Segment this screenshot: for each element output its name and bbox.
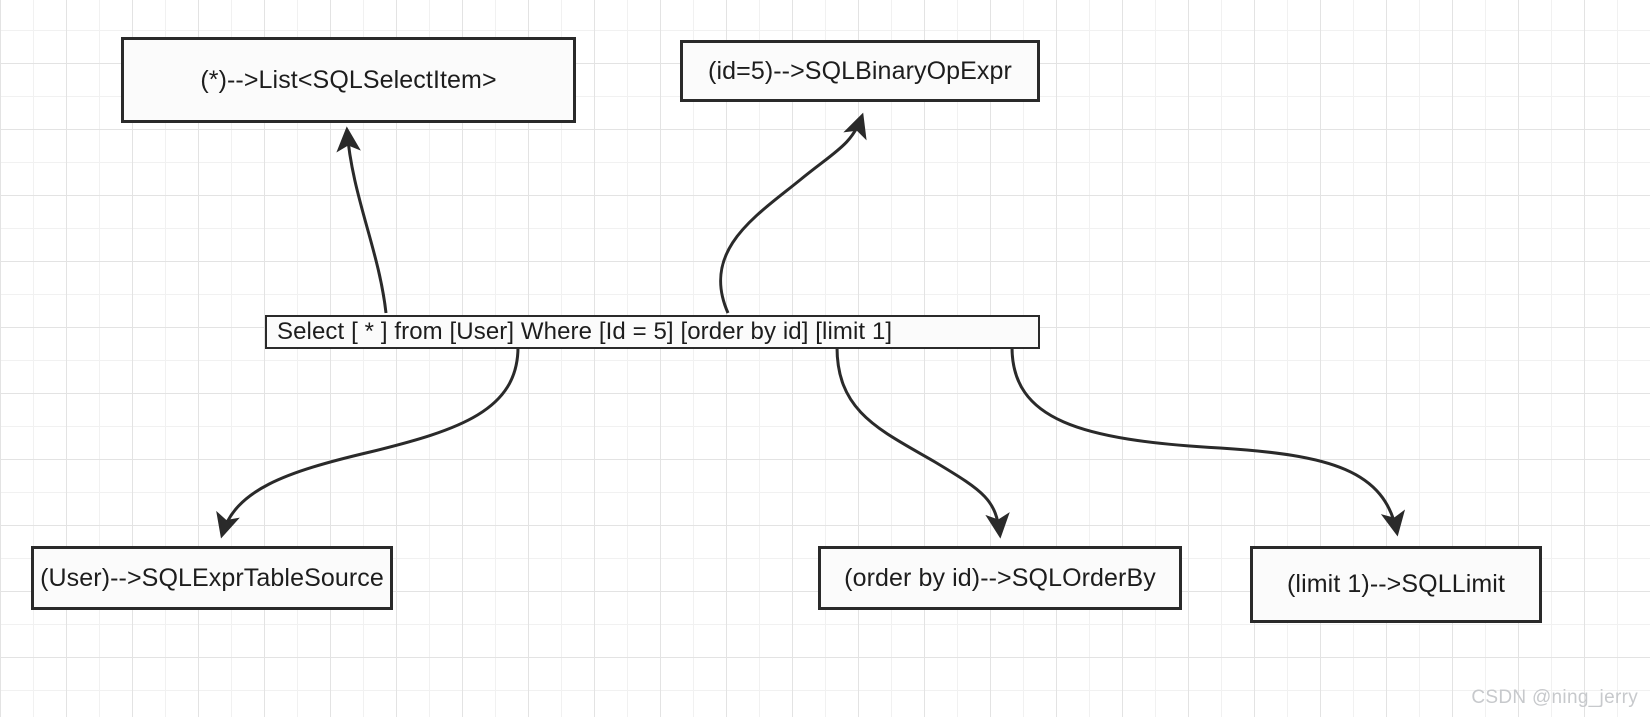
watermark: CSDN @ning_jerry (1471, 687, 1638, 708)
edge-sql-to-limit (1010, 346, 1406, 537)
node-binary-op[interactable]: (id=5)-->SQLBinaryOpExpr (680, 40, 1040, 102)
edge-sql-to-select-item (336, 126, 388, 314)
node-sql-statement[interactable]: Select [ * ] from [User] Where [Id = 5] … (265, 315, 1040, 349)
node-order-by-label: (order by id)-->SQLOrderBy (844, 563, 1156, 592)
node-order-by[interactable]: (order by id)-->SQLOrderBy (818, 546, 1182, 610)
node-sql-statement-label: Select [ * ] from [User] Where [Id = 5] … (277, 318, 893, 345)
node-limit[interactable]: (limit 1)-->SQLLimit (1250, 546, 1542, 623)
edge-sql-to-table-source (216, 346, 520, 539)
node-table-source-label: (User)-->SQLExprTableSource (40, 563, 384, 592)
node-select-item-label: (*)-->List<SQLSelectItem> (200, 65, 497, 94)
edge-sql-to-binary-op (719, 112, 867, 314)
node-select-item[interactable]: (*)-->List<SQLSelectItem> (121, 37, 576, 123)
node-table-source[interactable]: (User)-->SQLExprTableSource (31, 546, 393, 610)
node-binary-op-label: (id=5)-->SQLBinaryOpExpr (708, 56, 1012, 85)
node-limit-label: (limit 1)-->SQLLimit (1287, 570, 1505, 598)
edge-sql-to-order-by (835, 346, 1010, 539)
